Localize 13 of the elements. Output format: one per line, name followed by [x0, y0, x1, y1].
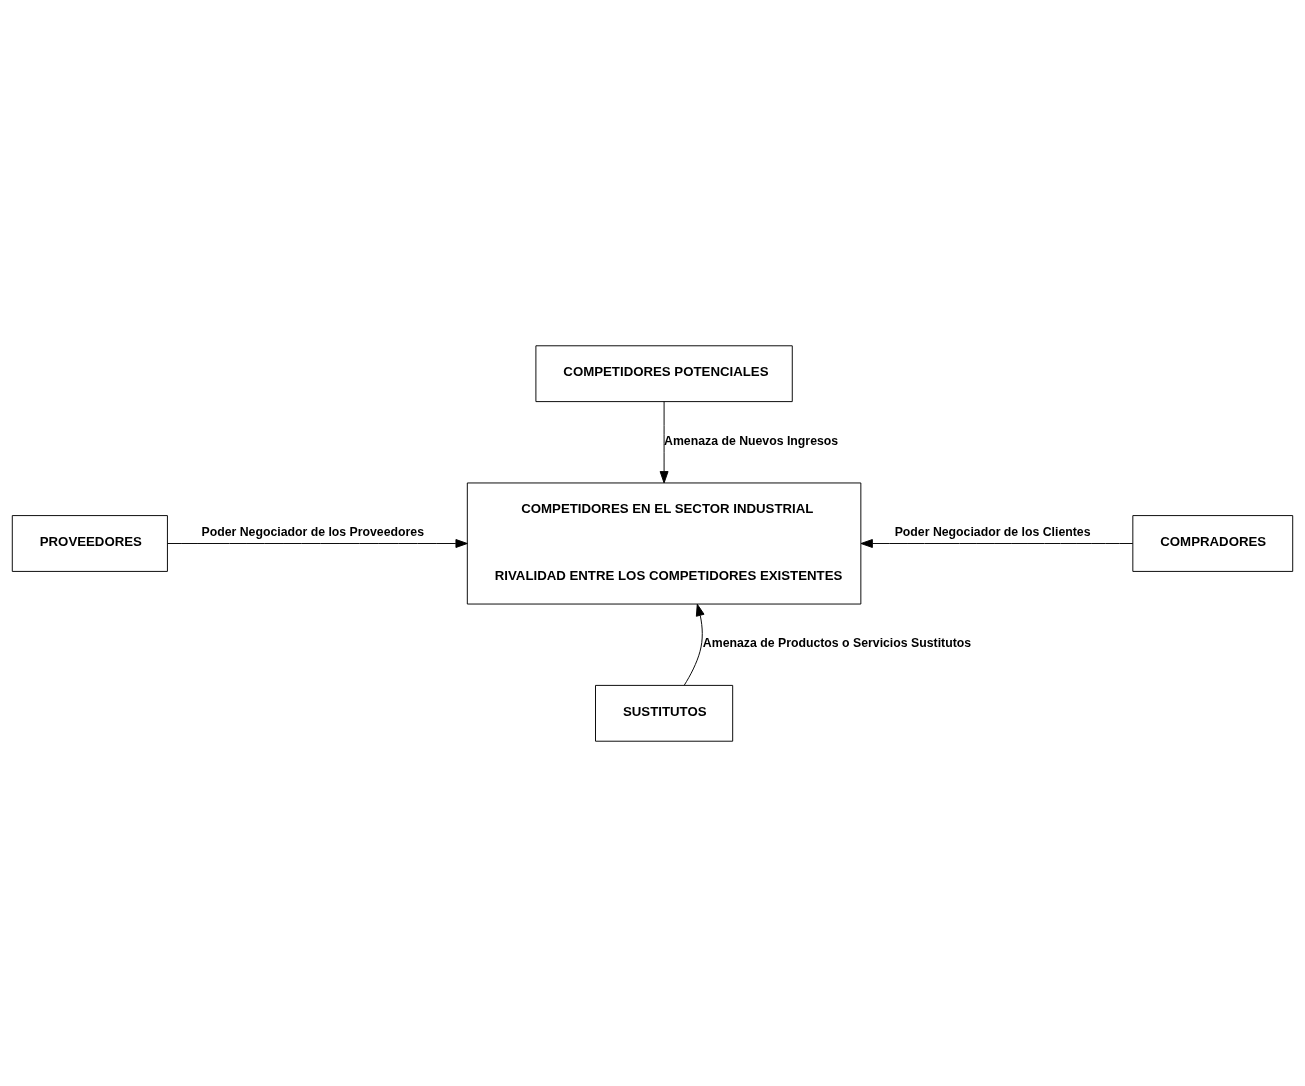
arrow — [659, 400, 669, 483]
node-box: COMPETIDORES EN EL SECTOR INDUSTRIAL RIVALIDAD ENTRE LOS COMPETIDORES EXISTENTES — [466, 482, 862, 604]
edge-label: Amenaza de Productos o Servicios Sustitutos — [702, 635, 972, 650]
node-box: SUSTITUTOS — [595, 684, 734, 742]
node-box: PROVEEDORES — [11, 514, 168, 572]
node-box: COMPETIDORES POTENCIALES — [535, 344, 793, 402]
node-box: COMPRADORES — [1132, 514, 1294, 572]
arrow — [683, 603, 705, 686]
arrow — [860, 538, 1134, 548]
edge-label: Poder Negociador de los Proveedores — [201, 524, 424, 539]
arrow — [167, 538, 468, 548]
edge-label: Amenaza de Nuevos Ingresos — [664, 433, 839, 448]
edge-label: Poder Negociador de los Clientes — [894, 524, 1091, 539]
